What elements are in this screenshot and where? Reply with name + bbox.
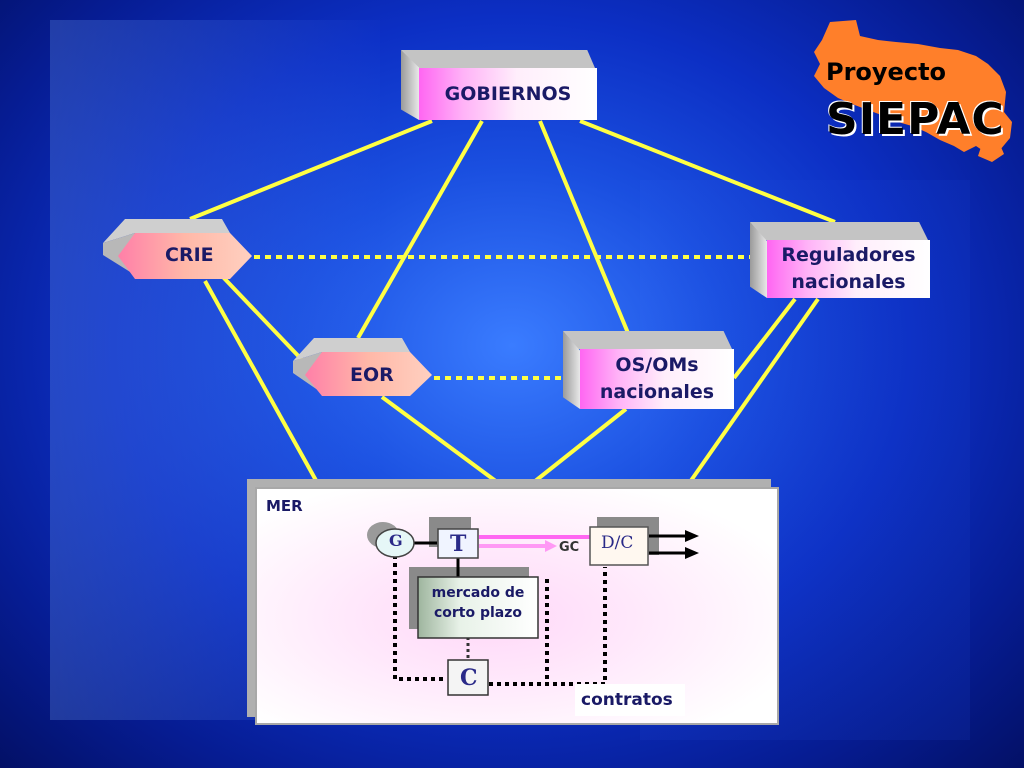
line-crie-mer <box>203 280 320 485</box>
line-gobiernos-crie <box>189 119 433 221</box>
line-reguladores-mer <box>688 297 820 484</box>
mercado-label-line1: mercado de <box>431 585 525 601</box>
gc-label: GC <box>559 540 580 555</box>
line-gobiernos-osoms <box>538 120 630 334</box>
g-label: G <box>389 531 403 550</box>
logo-line1: Proyecto <box>826 58 947 86</box>
reguladores-label-line2: nacionales <box>791 271 906 293</box>
mercado-label-line2: corto plazo <box>433 605 523 621</box>
osoms-label-line1: OS/OMs <box>615 354 699 376</box>
line-osoms-mer <box>532 407 628 484</box>
line-gobiernos-reguladores <box>579 119 836 224</box>
siepac-logo: Proyecto SIEPAC <box>808 18 1014 168</box>
logo-line2: SIEPAC <box>826 94 1005 145</box>
t-label: T <box>450 531 467 557</box>
line-gobiernos-eor <box>356 120 484 339</box>
mer-panel: MER <box>255 487 779 725</box>
gobiernos-box: GOBIERNOS <box>401 50 597 122</box>
eor-label: EOR <box>350 364 394 386</box>
line-crie-eor <box>220 274 308 366</box>
central-america-map-icon <box>814 20 1012 162</box>
crie-label: CRIE <box>165 244 214 266</box>
line-reguladores-osoms <box>732 297 797 380</box>
mer-diagram <box>367 517 699 716</box>
reguladores-label-line1: Reguladores <box>781 244 916 266</box>
mer-title: MER <box>266 497 303 515</box>
crie-hexagon <box>103 219 252 279</box>
contratos-label: contratos <box>581 690 673 710</box>
eor-hexagon <box>293 338 432 396</box>
dc-label: D/C <box>601 533 634 553</box>
osoms-label-line2: nacionales <box>599 381 715 403</box>
gobiernos-label: GOBIERNOS <box>444 82 572 105</box>
reguladores-box: Reguladores nacionales <box>750 222 930 300</box>
osoms-box: OS/OMs nacionales <box>563 331 734 411</box>
line-eor-mer <box>380 395 499 484</box>
c-label: C <box>460 665 478 691</box>
